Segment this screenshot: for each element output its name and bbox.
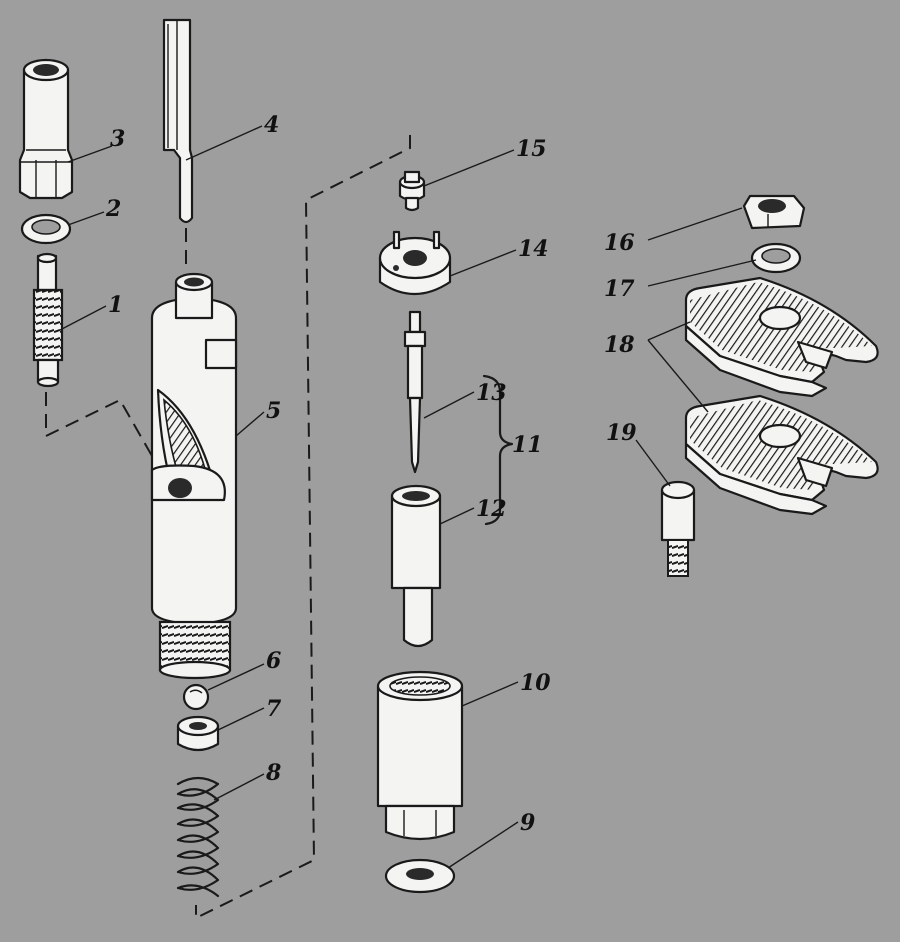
- assembly-line-fitting: [45, 392, 161, 471]
- label-part-9: 9: [520, 810, 535, 836]
- part-10-nut: [376, 670, 464, 841]
- assembly-lines: [45, 135, 411, 920]
- part-12-nozzle: [390, 484, 442, 648]
- assembly-line-main: [195, 135, 411, 920]
- label-part-11: 11: [512, 432, 543, 458]
- part-4-rod: [162, 18, 194, 224]
- part-8-spring: [176, 776, 220, 898]
- leader-lines: [59, 125, 757, 869]
- part-18-clamp-upper: [684, 276, 879, 398]
- label-part-18: 18: [604, 332, 635, 358]
- label-part-3: 3: [110, 126, 125, 152]
- label-part-13: 13: [476, 380, 507, 406]
- part-6-ball: [182, 683, 210, 711]
- part-labels: 3 2 1 4 5 6 7 8 9 10 11 12 13 14 15 16 1…: [105, 112, 637, 836]
- part-19-stud: [660, 480, 696, 577]
- part-9-washer: [384, 858, 456, 894]
- label-part-19: 19: [606, 420, 637, 446]
- label-part-15: 15: [516, 136, 547, 162]
- label-part-17: 17: [604, 276, 635, 302]
- label-part-16: 16: [604, 230, 635, 256]
- part-7-valve: [176, 715, 220, 752]
- label-part-14: 14: [518, 236, 549, 262]
- label-part-2: 2: [105, 196, 121, 222]
- label-part-5: 5: [266, 398, 281, 424]
- label-part-6: 6: [266, 648, 281, 674]
- label-part-8: 8: [265, 760, 281, 786]
- part-14-ring: [378, 230, 452, 295]
- label-part-10: 10: [520, 670, 551, 696]
- part-5-body: [150, 272, 238, 680]
- part-1-fitting: [32, 252, 64, 388]
- part-16-hex-nut: [742, 194, 806, 230]
- label-part-7: 7: [266, 696, 282, 722]
- part-13-needle: [403, 310, 427, 474]
- bracket-11: [482, 374, 514, 526]
- part-17-washer: [750, 242, 802, 274]
- label-part-1: 1: [108, 292, 123, 318]
- part-18-clamp-lower: [684, 394, 879, 516]
- part-2-washer: [20, 213, 72, 245]
- label-part-12: 12: [476, 496, 507, 522]
- label-part-4: 4: [264, 112, 279, 138]
- part-3-union-nut: [18, 58, 74, 200]
- part-15-cap: [398, 170, 426, 212]
